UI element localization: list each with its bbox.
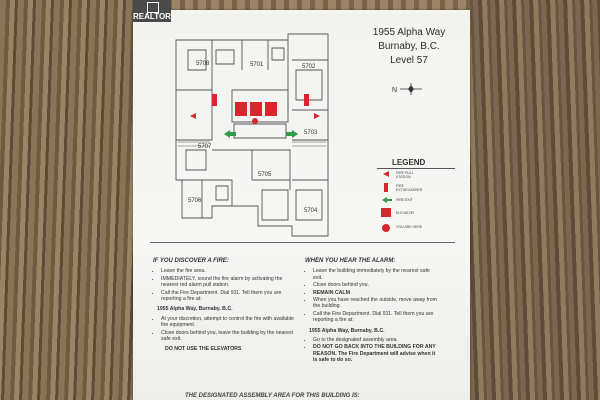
room-detail (185, 47, 323, 221)
unit-5701-label: 5701 (250, 62, 264, 68)
discover-item: At your discretion, attempt to control t… (161, 316, 301, 329)
discover-heading: IF YOU DISCOVER A FIRE: (153, 258, 229, 264)
elevator-1 (235, 102, 247, 116)
alarm-address: 1955 Alpha Way, Burnaby, B.C. (309, 327, 385, 334)
alarm-list-2: Go to the designated assembly area. DO N… (305, 337, 437, 364)
wood-background-left (0, 0, 133, 400)
discover-item: IMMEDIATELY, sound the fire alarm by act… (161, 276, 301, 289)
building-address: 1955 Alpha Way (372, 27, 446, 38)
unit-5702-label: 5702 (302, 64, 316, 70)
legend-symbols (381, 171, 392, 232)
unit-5708-label: 5708 (196, 61, 210, 67)
no-elevator-warning: DO NOT USE THE ELEVATORS (165, 346, 242, 353)
alarm-item: Call the Fire Department. Dial 911. Tell… (313, 311, 437, 324)
alarm-item: Go to the designated assembly area. (313, 337, 437, 343)
section-divider (150, 242, 455, 243)
realtor-logo: REALTOR (133, 0, 171, 22)
discover-item: Call the Fire Department. Dial 911. Tell… (161, 290, 301, 303)
discover-item: Leave the fire area. (161, 268, 301, 274)
compass-icon: N (392, 83, 422, 95)
unit-5703-label: 5703 (304, 130, 318, 136)
legend-you-are-here: YOU ARE HERE (396, 225, 423, 229)
stair-line (178, 141, 210, 147)
discover-address: 1955 Alpha Way, Burnaby, B.C. (157, 306, 233, 313)
discover-fire-section: IF YOU DISCOVER A FIRE: Leave the fire a… (153, 258, 301, 353)
pull-station-icon (383, 171, 389, 177)
pull-station-right (314, 113, 320, 119)
building-outline (175, 33, 329, 237)
elevator-3 (265, 102, 277, 116)
room-detail (215, 185, 289, 221)
wood-background-top (133, 0, 470, 12)
legend-extinguisher: FIRE EXTINGUISHER (396, 184, 423, 192)
wall (212, 149, 291, 190)
assembly-area-text: THE DESIGNATED ASSEMBLY AREA FOR THIS BU… (185, 393, 360, 399)
wall (176, 89, 213, 141)
legend-divider (377, 168, 455, 169)
building-city: Burnaby, B.C. (378, 41, 440, 52)
hear-alarm-section: WHEN YOU HEAR THE ALARM: Leave the build… (305, 258, 437, 365)
extinguisher-icon (384, 183, 388, 192)
elevator-icon (381, 208, 391, 217)
legend-elevator: ELEVATOR (396, 211, 415, 215)
unit-5704-label: 5704 (304, 208, 318, 214)
floor-plan: 5708 5701 5702 5703 5707 5705 5706 5704 (175, 33, 329, 237)
you-are-here-icon (382, 224, 390, 232)
legend-pull-station: FIRE PULL STATION (396, 171, 414, 179)
wood-background-right (470, 0, 600, 400)
wall (211, 40, 289, 110)
unit-5707-label: 5707 (198, 144, 212, 150)
alarm-item: Leave the building immediately by the ne… (313, 268, 437, 281)
alarm-item: DO NOT GO BACK INTO THE BUILDING FOR ANY… (313, 344, 437, 363)
alarm-list: Leave the building immediately by the ne… (305, 268, 437, 323)
unit-5706-label: 5706 (188, 198, 202, 204)
stair-line (292, 141, 326, 147)
wall (182, 179, 233, 218)
unit-5705-label: 5705 (258, 172, 272, 178)
discover-item: Close doors behind you, leave the buildi… (161, 330, 301, 343)
legend-fire-exit: FIRE EXIT (396, 198, 413, 202)
you-are-here-marker (252, 118, 258, 124)
compass-label: N (392, 87, 397, 94)
discover-list-2: At your discretion, attempt to control t… (153, 316, 301, 343)
fire-exit-arrow-right (286, 130, 298, 138)
extinguisher-left (212, 94, 217, 106)
pull-station-left (190, 113, 196, 119)
fire-exit-icon (382, 197, 392, 203)
alarm-item: Close doors behind you. (313, 282, 437, 288)
elevator-2 (250, 102, 262, 116)
fire-safety-sign (133, 10, 470, 400)
building-level: Level 57 (390, 55, 428, 66)
alarm-item: REMAIN CALM (313, 290, 437, 296)
legend-title: LEGEND (392, 158, 426, 167)
wall (292, 59, 328, 181)
extinguisher-right (304, 94, 309, 106)
realtor-logo-text: REALTOR (133, 12, 171, 21)
discover-list: Leave the fire area. IMMEDIATELY, sound … (153, 268, 301, 302)
alarm-item: When you have reached the outside, move … (313, 297, 437, 310)
fire-exit-arrow-left (224, 130, 236, 138)
alarm-heading: WHEN YOU HEAR THE ALARM: (305, 258, 396, 264)
